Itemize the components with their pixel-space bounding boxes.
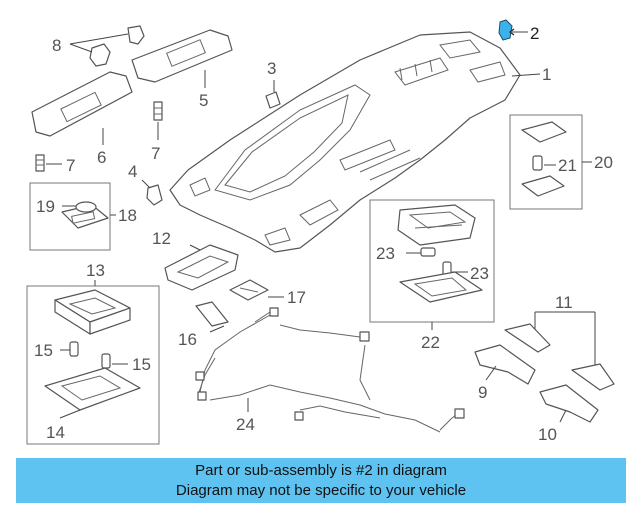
part-17-lamp[interactable] <box>229 279 284 301</box>
part-13-map-lamp[interactable] <box>54 289 131 335</box>
callout-3: 3 <box>267 59 276 78</box>
part-22-lamp-housing[interactable] <box>399 271 483 303</box>
part-24-wire-harness[interactable] <box>195 307 465 433</box>
callout-23-left: 23 <box>376 244 395 263</box>
callout-7-center: 7 <box>151 144 160 163</box>
callout-6: 6 <box>97 148 106 167</box>
part-7-screw-center[interactable] <box>153 101 163 140</box>
banner-line-disclaimer: Diagram may not be specific to your vehi… <box>175 482 467 499</box>
part-14-housing[interactable] <box>44 367 141 419</box>
part-5-sun-visor[interactable] <box>131 29 233 88</box>
part-2-clip[interactable] <box>498 19 528 41</box>
part-19-lens[interactable] <box>62 201 97 213</box>
callout-18: 18 <box>118 206 137 225</box>
part-22-overhead-console[interactable] <box>397 204 476 246</box>
callout-9: 9 <box>478 383 487 402</box>
part-23-bulbs[interactable] <box>406 247 468 277</box>
callout-2: 2 <box>530 24 539 43</box>
part-11-handle-left[interactable] <box>504 323 551 353</box>
callout-20: 20 <box>594 153 613 172</box>
callout-10: 10 <box>538 425 557 444</box>
part-10-grip[interactable] <box>539 384 599 423</box>
part-20-switch[interactable] <box>521 121 567 197</box>
callout-13: 13 <box>86 261 105 280</box>
info-banner: Part or sub-assembly is #2 in diagram Di… <box>16 458 626 503</box>
callout-23-right: 23 <box>470 264 489 283</box>
parts-diagram: 2 1 3 4 5 6 7 7 8 9 10 11 12 13 14 15 15… <box>26 19 615 445</box>
callout-19: 19 <box>36 197 55 216</box>
callout-12: 12 <box>152 229 171 248</box>
callout-11: 11 <box>555 293 573 312</box>
part-16-strip[interactable] <box>195 301 229 333</box>
callout-15-left: 15 <box>34 341 53 360</box>
callout-17: 17 <box>287 288 306 307</box>
part-7-screw-left[interactable] <box>35 154 62 172</box>
callout-22: 22 <box>421 333 440 352</box>
callout-15-right: 15 <box>132 355 151 374</box>
part-21-bulb[interactable] <box>532 155 556 171</box>
part-9-grip[interactable] <box>474 344 536 385</box>
part-11-handle-right[interactable] <box>571 363 615 391</box>
callout-14: 14 <box>46 423 65 442</box>
part-15-bulbs[interactable] <box>60 341 128 369</box>
part-6-sun-visor[interactable] <box>31 71 133 145</box>
part-12-console[interactable] <box>164 244 239 291</box>
part-8-holders[interactable] <box>69 25 145 67</box>
callout-8: 8 <box>52 36 61 55</box>
callout-1: 1 <box>542 65 551 84</box>
callout-4: 4 <box>128 162 137 181</box>
callout-7-left: 7 <box>66 156 75 175</box>
part-3-bracket[interactable] <box>265 80 281 109</box>
banner-line-part: Part or sub-assembly is #2 in diagram <box>195 462 447 479</box>
part-4-clip[interactable] <box>141 179 163 206</box>
callout-24: 24 <box>236 415 255 434</box>
callout-16: 16 <box>178 330 197 349</box>
headliner-part[interactable] <box>169 31 521 253</box>
callout-21: 21 <box>558 156 577 175</box>
callout-5: 5 <box>199 91 208 110</box>
